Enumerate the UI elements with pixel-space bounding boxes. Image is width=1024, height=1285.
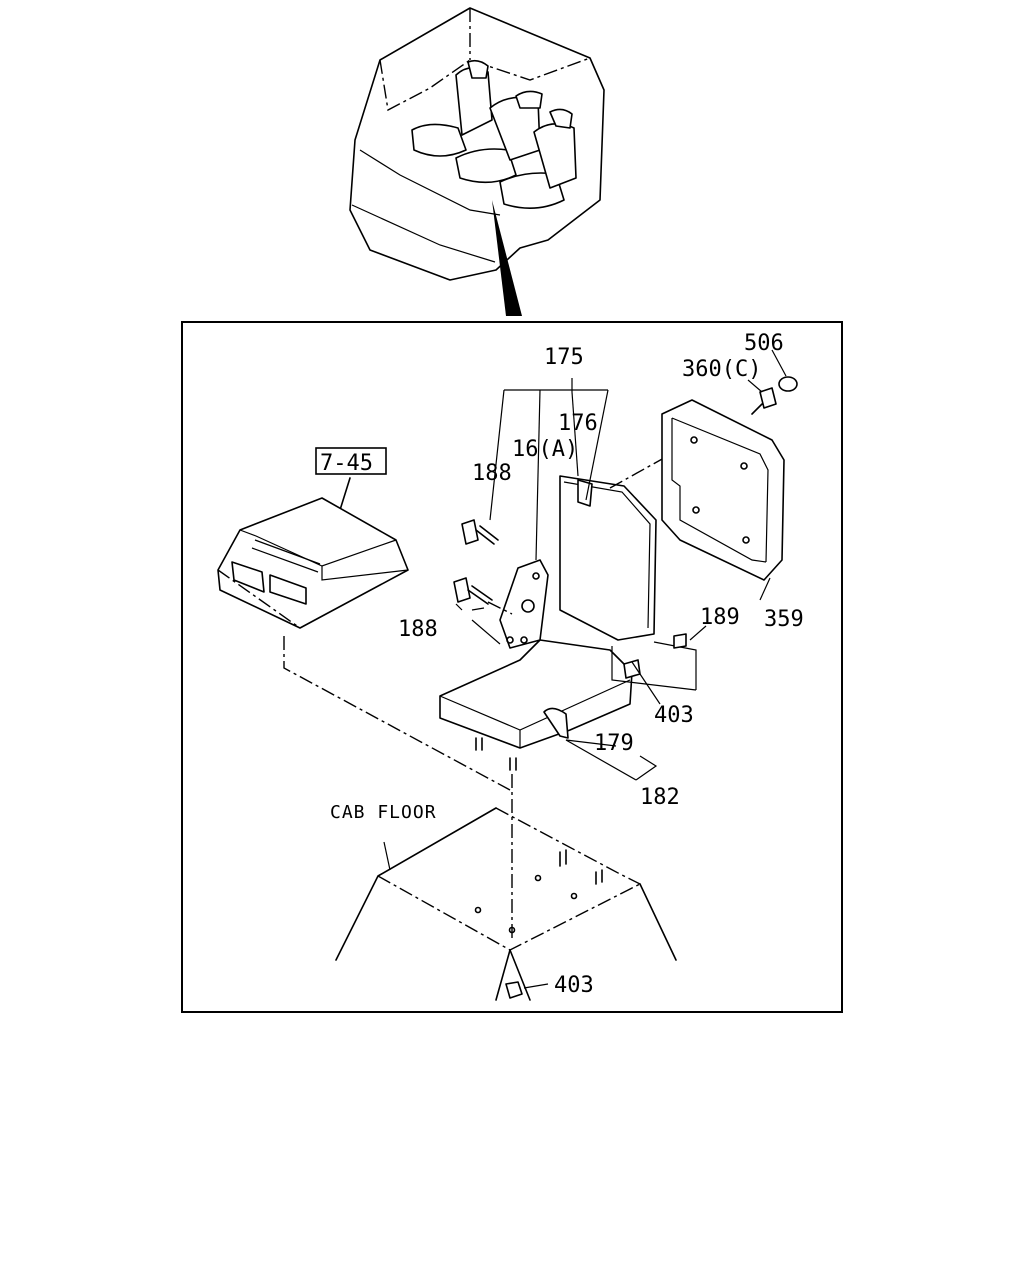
cab-floor-part (335, 807, 677, 1001)
callout-176: 176 (558, 411, 598, 436)
detail-frame (181, 321, 843, 1013)
callout-16a: 16(A) (512, 437, 578, 462)
callout-506: 506 (744, 331, 784, 356)
callout-179: 179 (594, 731, 634, 756)
callout-403-lower: 403 (554, 973, 594, 998)
assembly-lines (283, 349, 787, 989)
callout-labels: 7-45 175 176 16(A) 188 188 506 360(C) 18… (320, 331, 804, 998)
backrest-part (559, 437, 701, 641)
ref-label-7-45: 7-45 (320, 451, 373, 476)
callout-188-lower: 188 (398, 617, 438, 642)
callout-403-upper: 403 (654, 703, 694, 728)
callout-360c: 360(C) (682, 357, 761, 382)
callout-175: 175 (544, 345, 584, 370)
cab-overview-illustration (349, 7, 605, 316)
console-part (217, 447, 409, 629)
callout-182: 182 (640, 785, 680, 810)
rear-cover-part (661, 376, 798, 581)
bracket-part (453, 519, 549, 649)
callout-359: 359 (764, 607, 804, 632)
callout-188-upper: 188 (472, 461, 512, 486)
callout-189: 189 (700, 605, 740, 630)
seat-cushion-part (439, 633, 697, 771)
cab-floor-label: CAB FLOOR (330, 802, 437, 823)
